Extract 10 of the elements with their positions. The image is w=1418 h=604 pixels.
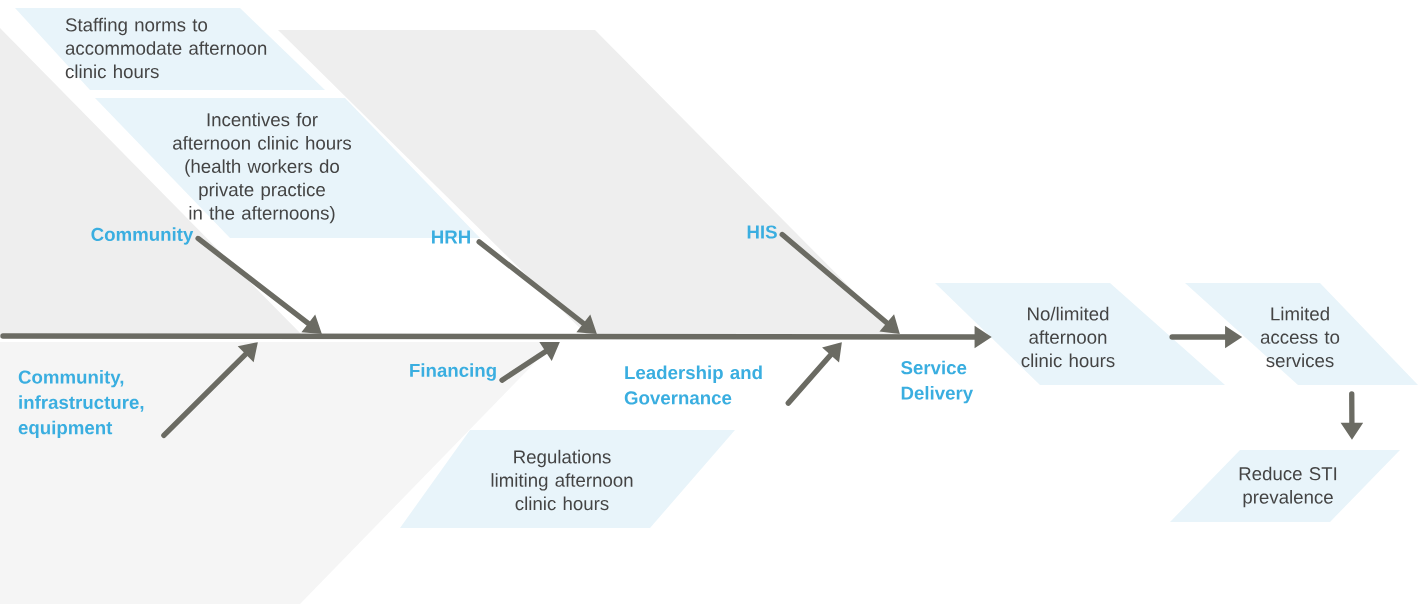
cause-box: Regulations limiting afternoon clinic hours: [400, 430, 735, 528]
bone-arrow: [161, 342, 258, 439]
effect-box: Reduce STI prevalence: [1170, 450, 1400, 522]
cause-box: Staffing norms to accommodate afternoon clinic hours: [15, 8, 325, 90]
category-label: HIS: [747, 225, 777, 239]
bone-arrow: [785, 342, 842, 406]
effect-box: Limited access to services: [1185, 283, 1418, 385]
category-label: Financing: [410, 363, 496, 381]
category-label: Leadership and Governance: [624, 365, 762, 405]
category-label: Community, infrastructure, equipment: [18, 369, 144, 439]
